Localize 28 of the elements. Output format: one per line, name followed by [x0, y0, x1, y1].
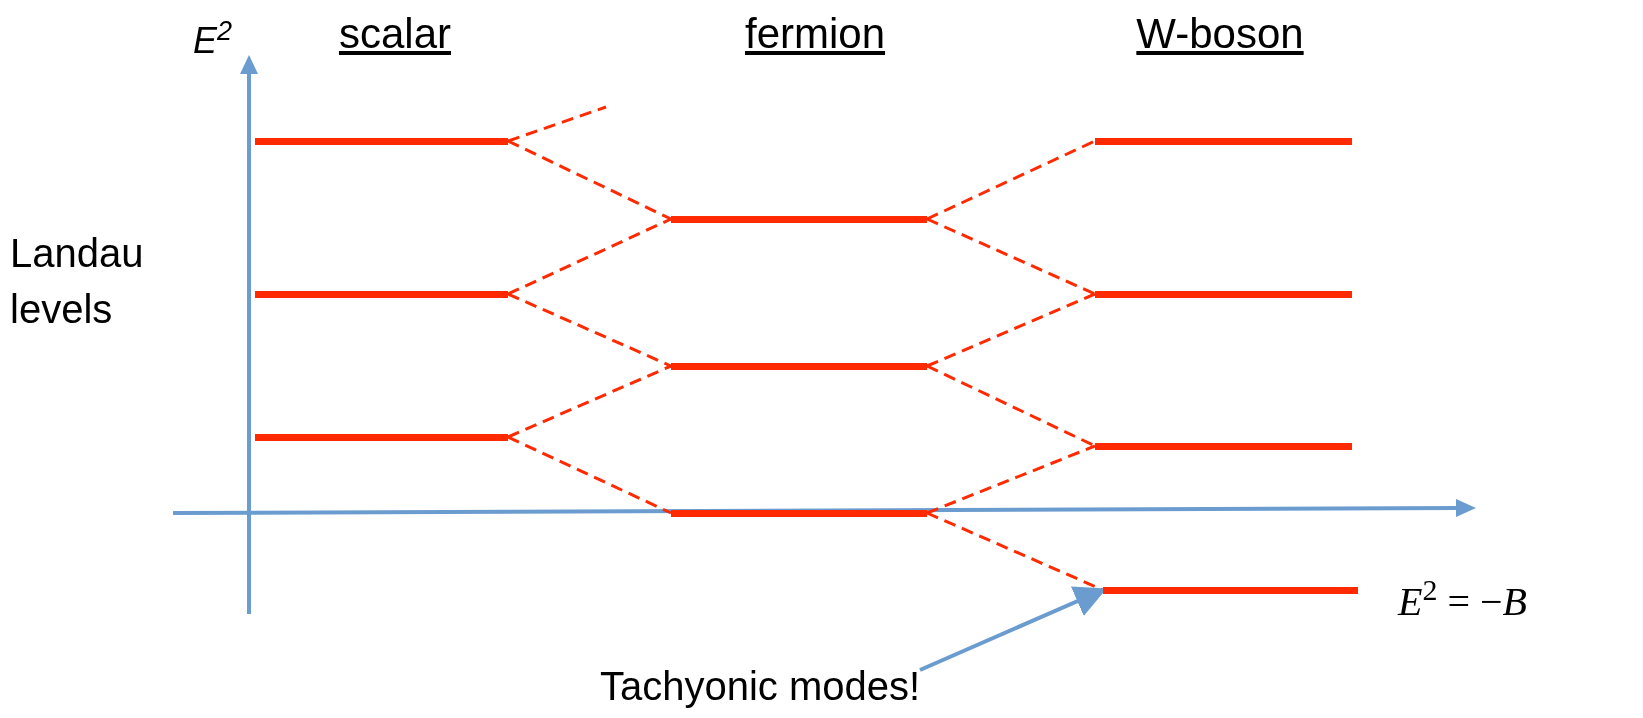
energy-level-bar	[1095, 138, 1352, 145]
energy-level-bar	[255, 138, 508, 145]
dashed-line	[926, 444, 1096, 515]
column-heading: scalar	[337, 9, 452, 59]
dashed-line	[507, 105, 607, 143]
energy-level-bar	[671, 510, 927, 517]
energy-level-bar	[671, 216, 927, 223]
dashed-line	[507, 435, 672, 515]
dashed-line	[926, 217, 1096, 296]
energy-level-bar	[671, 363, 927, 370]
dashed-line	[507, 364, 672, 439]
dashed-line	[507, 292, 672, 368]
column-heading: fermion	[743, 9, 887, 59]
dashed-line	[507, 217, 672, 296]
column-heading: W-boson	[1135, 9, 1305, 59]
energy-level-bar	[255, 434, 508, 441]
annotation-text: Tachyonic modes!	[600, 663, 921, 710]
energy-level-bar	[1095, 443, 1352, 450]
dashed-line	[507, 139, 672, 221]
dashed-line	[926, 292, 1096, 368]
energy-level-bar	[1095, 291, 1352, 298]
energy-level-bar	[1103, 587, 1358, 594]
dashed-line	[926, 139, 1096, 221]
energy-level-bar	[255, 291, 508, 298]
axis-label: Landau levels	[10, 230, 145, 333]
equation-label: E$^{2}$ = −B	[1398, 572, 1528, 626]
dashed-line	[926, 364, 1096, 448]
axis-label: E$^{2}$	[193, 14, 234, 63]
